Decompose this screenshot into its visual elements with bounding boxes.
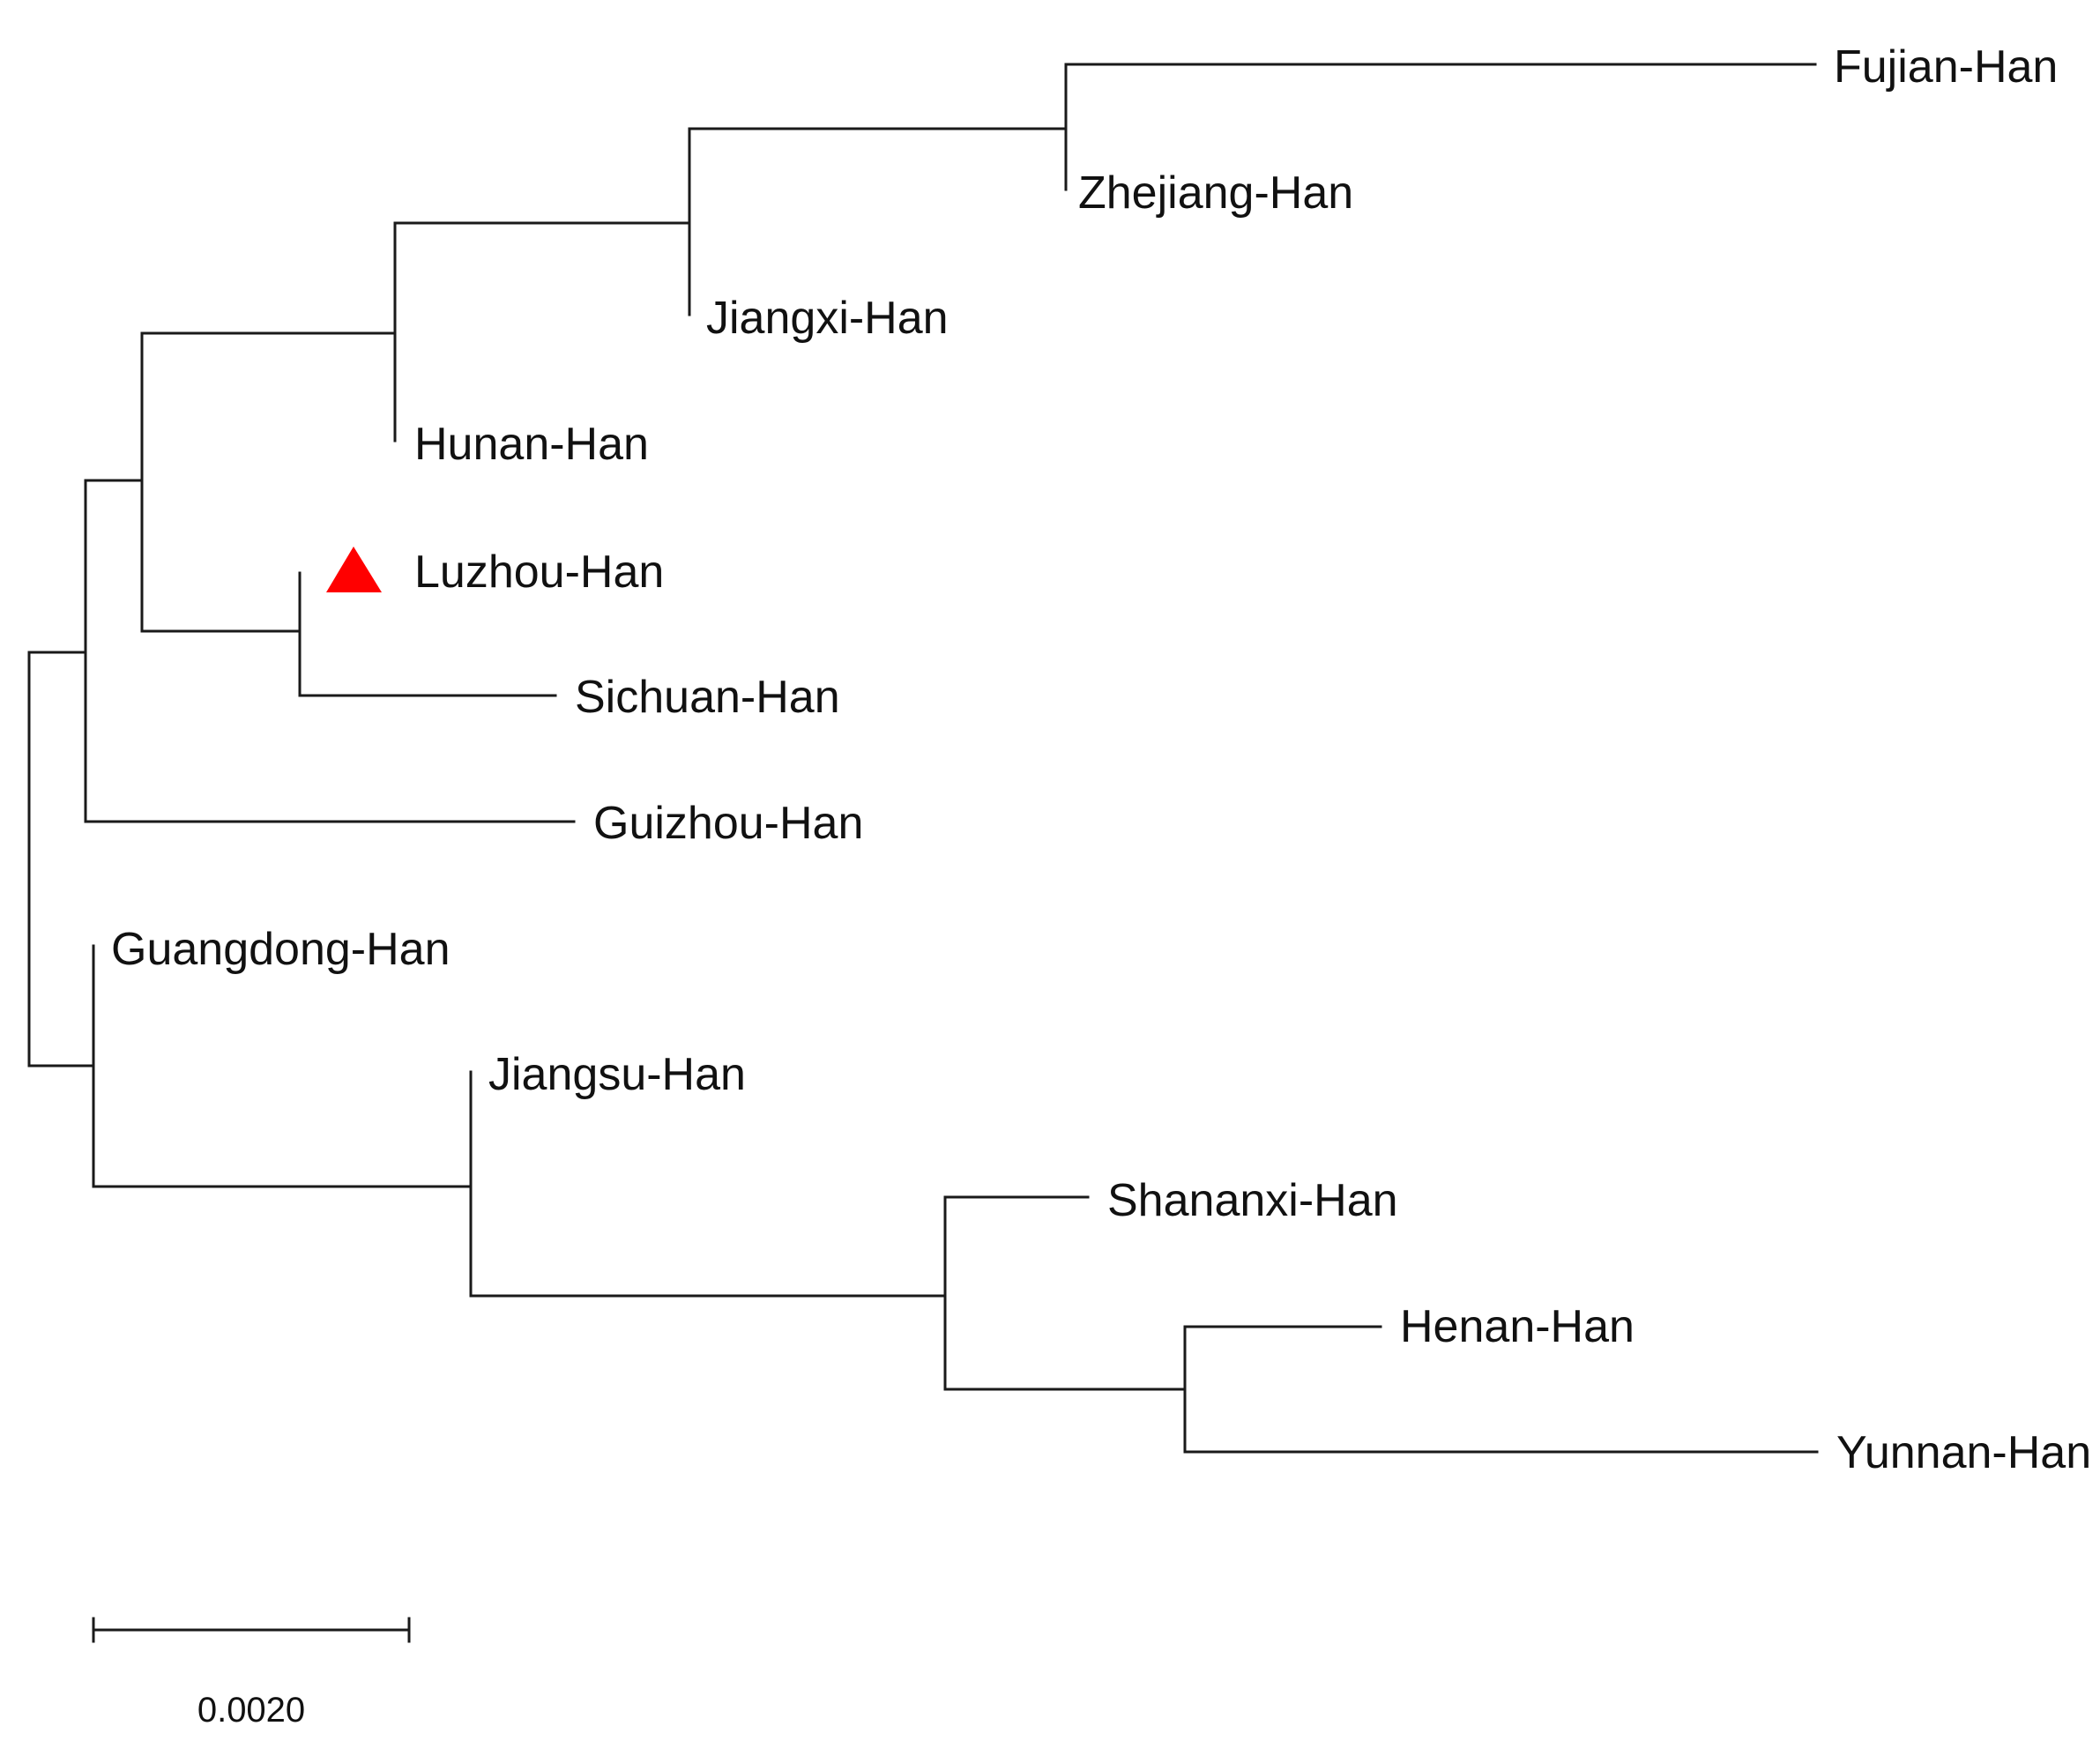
scale-bar: 0.0020 bbox=[92, 1617, 411, 1730]
leaf-label-sichuan: Sichuan-Han bbox=[575, 672, 840, 723]
scale-bar-label: 0.0020 bbox=[197, 1691, 305, 1730]
leaf-label-guangdong: Guangdong-Han bbox=[111, 924, 451, 975]
leaf-label-jiangxi: Jiangxi-Han bbox=[706, 293, 949, 344]
leaf-label-yunnan: Yunnan-Han bbox=[1836, 1427, 2091, 1478]
leaf-label-hunan: Hunan-Han bbox=[414, 419, 649, 470]
leaf-label-shananxi: Shananxi-Han bbox=[1107, 1175, 1398, 1226]
luzhou-marker-triangle-icon bbox=[326, 547, 382, 592]
leaf-label-jiangsu: Jiangsu-Han bbox=[488, 1049, 746, 1100]
leaf-labels: Fujian-Han Zhejiang-Han Jiangxi-Han Huna… bbox=[111, 41, 2091, 1478]
tree-branches bbox=[27, 63, 1819, 1454]
leaf-label-guizhou: Guizhou-Han bbox=[593, 798, 863, 849]
scale-bar-line bbox=[92, 1617, 411, 1643]
leaf-label-zhejiang: Zhejiang-Han bbox=[1078, 167, 1353, 219]
leaf-label-fujian: Fujian-Han bbox=[1834, 41, 2058, 93]
leaf-label-henan: Henan-Han bbox=[1400, 1301, 1635, 1352]
leaf-label-luzhou: Luzhou-Han bbox=[414, 547, 664, 598]
